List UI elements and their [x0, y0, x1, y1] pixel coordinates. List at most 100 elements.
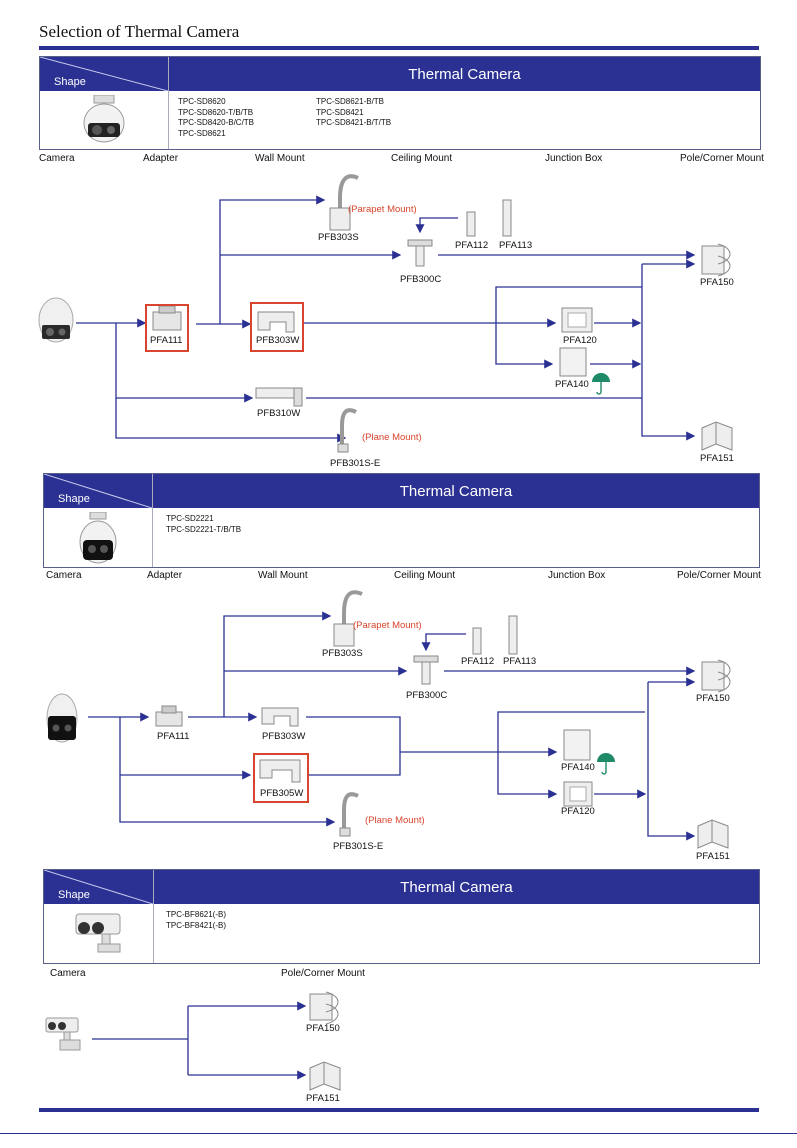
pfa120-label: PFA120 — [563, 335, 597, 346]
pfa140-junction-box-icon — [563, 729, 591, 761]
pfa111-adapter-icon — [152, 305, 182, 331]
camera-icon — [46, 693, 78, 743]
shape-header: Shape — [44, 474, 153, 508]
pfa111-label: PFA111 — [157, 731, 190, 742]
pfb300c-ceiling-mount-icon — [413, 655, 439, 685]
model-name: TPC-SD8421-B/T/TB — [316, 118, 392, 127]
pfb305w-label: PFB305W — [260, 788, 304, 799]
pfa151-corner-mount-icon — [309, 1061, 341, 1091]
col-wall-mount: Wall Mount — [255, 153, 305, 164]
col-adapter: Adapter — [147, 570, 183, 581]
pfb301se-plane-mount-icon — [339, 792, 359, 837]
plane-mount-note: (Plane Mount) — [362, 432, 422, 443]
waterproof-umbrella-icon — [592, 373, 610, 395]
col-junction-box: Junction Box — [545, 153, 603, 164]
connector-lines — [76, 195, 696, 443]
parapet-mount-note: (Parapet Mount) — [348, 204, 417, 215]
speed-dome-camera-icon — [79, 512, 117, 564]
model-name: TPC-SD2221-T/B/TB — [166, 524, 242, 534]
panel-divider — [152, 474, 153, 567]
thermal-camera-header: Thermal Camera — [169, 57, 760, 91]
camera-icon — [38, 297, 74, 343]
pfa150-label: PFA150 — [696, 693, 730, 704]
model-name: TPC-SD2221 — [166, 514, 214, 523]
pfa150-pole-mount-icon — [701, 659, 731, 693]
pfa140-label: PFA140 — [561, 762, 595, 773]
pfb310w-long-wall-mount-icon — [255, 387, 303, 407]
shape-header: Shape — [40, 57, 169, 91]
bullet-camera-icon — [45, 1017, 81, 1051]
header-diagonal — [44, 474, 152, 508]
col-pole-corner-mount: Pole/Corner Mount — [680, 153, 764, 164]
model-list-col1: TPC-SD2221 TPC-SD2221-T/B/TB — [166, 514, 241, 535]
model-name: TPC-SD8620-T/B/TB — [178, 107, 254, 117]
pfb303w-label: PFB303W — [256, 335, 300, 346]
pfa113-label: PFA113 — [499, 240, 533, 251]
col-wall-mount: Wall Mount — [258, 570, 308, 581]
pfb300c-label: PFB300C — [406, 690, 448, 701]
pfb301se-label: PFB301S-E — [330, 458, 381, 469]
model-list-col2: TPC-SD8621-B/TB TPC-SD8421 TPC-SD8421-B/… — [316, 97, 391, 129]
model-name: TPC-SD8621 — [178, 128, 226, 138]
shape-label: Shape — [58, 493, 90, 505]
model-name: TPC-SD8421 — [316, 107, 364, 117]
model-list-col1: TPC-BF8621(-B) TPC-BF8421(-B) — [166, 910, 226, 931]
pfb303w-wall-mount-icon — [261, 707, 299, 727]
pfa151-label: PFA151 — [696, 851, 730, 862]
pfb305w-wall-mount-icon — [259, 759, 301, 783]
thermal-camera-header: Thermal Camera — [153, 474, 759, 508]
connector-lines — [92, 1001, 307, 1080]
col-camera: Camera — [50, 968, 86, 979]
model-name: TPC-SD8420-B/C/TB — [178, 118, 255, 127]
page-bottom-line — [0, 1133, 797, 1134]
connector-lines — [88, 611, 696, 841]
col-camera: Camera — [39, 153, 75, 164]
col-camera: Camera — [46, 570, 82, 581]
pfb301se-plane-mount-icon — [337, 408, 357, 453]
panel-divider — [153, 870, 154, 963]
pfa120-junction-box-icon — [563, 781, 593, 807]
waterproof-umbrella-icon — [597, 753, 615, 775]
pfa112-pole-icon — [472, 627, 482, 655]
col-ceiling-mount: Ceiling Mount — [394, 570, 456, 581]
pfa151-label: PFA151 — [700, 453, 734, 464]
pfb310w-label: PFB310W — [257, 408, 301, 419]
pfb300c-ceiling-mount-icon — [407, 239, 433, 267]
shape-header: Shape — [44, 870, 154, 904]
pfb303w-label: PFB303W — [262, 731, 306, 742]
pfb303w-highlight — [250, 302, 304, 352]
pfb305w-highlight — [253, 753, 309, 803]
pfa151-corner-mount-icon — [697, 819, 729, 849]
pfa111-highlight — [145, 304, 189, 352]
title-rule — [39, 46, 759, 50]
model-name: TPC-SD8620 — [178, 97, 226, 106]
pfa120-label: PFA120 — [561, 806, 595, 817]
pfa150-label: PFA150 — [700, 277, 734, 288]
col-adapter: Adapter — [143, 153, 179, 164]
pfa113-pole-icon — [502, 199, 512, 237]
pfb303s-label: PFB303S — [322, 648, 363, 659]
section2-panel: Shape Thermal Camera TPC-SD2221 TPC-SD22… — [43, 473, 760, 568]
pfa113-label: PFA113 — [503, 656, 537, 667]
header-diagonal — [40, 57, 168, 91]
pfb303s-parapet-mount-icon — [329, 174, 359, 231]
thermal-camera-header: Thermal Camera — [154, 870, 759, 904]
pfa151-corner-mount-icon — [701, 421, 733, 451]
pfa150-pole-mount-icon — [309, 991, 339, 1025]
shape-label: Shape — [58, 889, 90, 901]
pfa120-junction-box-icon — [561, 307, 593, 333]
page-title: Selection of Thermal Camera — [39, 22, 240, 41]
pfb303s-parapet-mount-icon — [333, 590, 363, 647]
pfa113-pole-icon — [508, 615, 518, 655]
col-pole-corner-mount: Pole/Corner Mount — [677, 570, 761, 581]
pfa151-label: PFA151 — [306, 1093, 340, 1104]
header-diagonal — [44, 870, 153, 904]
col-junction-box: Junction Box — [548, 570, 606, 581]
bottom-rule — [39, 1108, 759, 1112]
plane-mount-note: (Plane Mount) — [365, 815, 425, 826]
pfa111-label: PFA111 — [150, 335, 183, 346]
pfa140-label: PFA140 — [555, 379, 589, 390]
model-name: TPC-SD8621-B/TB — [316, 97, 385, 106]
